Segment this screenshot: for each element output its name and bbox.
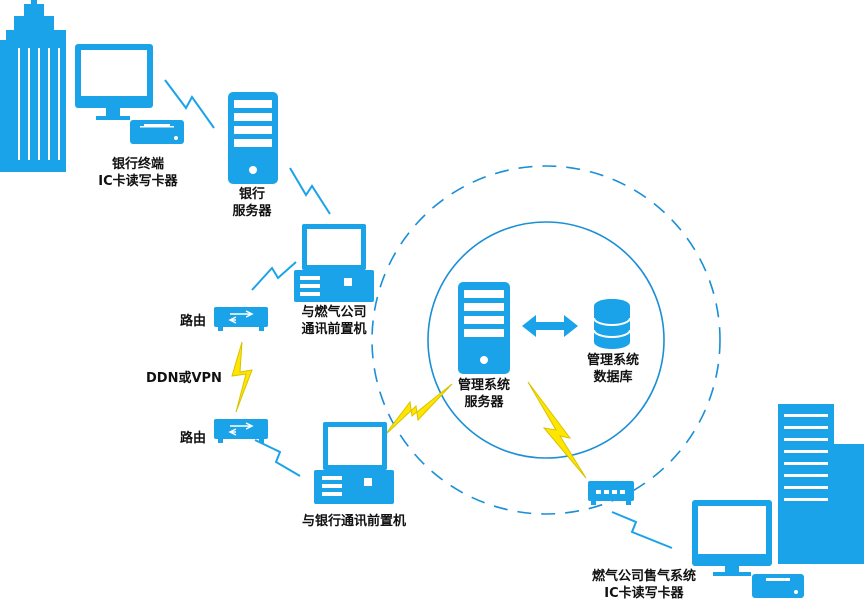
gas-office-building-icon: [778, 404, 864, 564]
label-line: 数据库: [593, 370, 633, 385]
label-line: 银行终端: [111, 157, 164, 172]
bank-front-end-computer-icon: [314, 422, 394, 504]
router-top-label: 路由: [180, 313, 206, 330]
lightning-ddn-vpn: [231, 341, 253, 413]
label-line: 燃气公司售气系统: [591, 569, 696, 584]
label-line: 银行: [238, 187, 265, 202]
label-line: IC卡读写卡器: [98, 174, 178, 189]
monitor-icon: [75, 44, 153, 120]
link-gasfront-router: [251, 261, 297, 291]
card-reader-icon: [130, 120, 184, 144]
router-bottom-label: 路由: [180, 430, 206, 447]
mgmt-server-label: 管理系统 服务器: [450, 377, 518, 411]
database-icon: [593, 299, 631, 349]
label-line: 与银行通讯前置机: [301, 514, 406, 529]
router-bottom-icon: [214, 419, 268, 443]
bank-terminal-label: 银行终端 IC卡读写卡器: [84, 156, 192, 190]
lightning-mgmt-gassales: [527, 381, 587, 479]
label-line: 与燃气公司: [301, 305, 367, 320]
outer-dashed-ring: [371, 165, 721, 515]
gas-monitor-icon: [692, 500, 772, 576]
label-line: 服务器: [464, 395, 504, 410]
label-line: 路由: [180, 431, 207, 446]
bank-front-end-label: 与银行通讯前置机: [288, 513, 420, 530]
router-top-icon: [214, 307, 268, 331]
gas-card-reader-icon: [752, 574, 804, 598]
link-server-gasfront: [289, 167, 331, 215]
label-line: 管理系统: [457, 378, 510, 393]
link-router-bankfront: [254, 439, 301, 477]
label-line: 服务器: [232, 204, 272, 219]
gas-sales-router-icon: [588, 481, 634, 505]
bank-server-icon: [228, 92, 278, 184]
mgmt-db-label: 管理系统 数据库: [578, 352, 648, 386]
label-line: 管理系统: [586, 353, 639, 368]
double-arrow-icon: [522, 315, 578, 337]
bank-server-label: 银行 服务器: [220, 186, 284, 220]
office-building-icon: [0, 0, 66, 172]
label-line: 路由: [180, 314, 207, 329]
mgmt-server-icon: [458, 282, 510, 374]
network-link-label: DDN或VPN: [146, 370, 222, 387]
link-router-gassales: [611, 511, 673, 549]
lightning-bankfront-mgmt: [383, 383, 453, 437]
label-line: IC卡读写卡器: [604, 586, 684, 601]
link-terminal-server: [164, 79, 215, 129]
gas-front-end-label: 与燃气公司 通讯前置机: [288, 304, 380, 338]
gas-sales-label: 燃气公司售气系统 IC卡读写卡器: [580, 568, 708, 602]
inner-ring: [427, 221, 665, 459]
gas-front-end-computer-icon: [294, 224, 374, 302]
label-line: 通讯前置机: [301, 322, 367, 337]
label-line: DDN或VPN: [146, 371, 222, 386]
